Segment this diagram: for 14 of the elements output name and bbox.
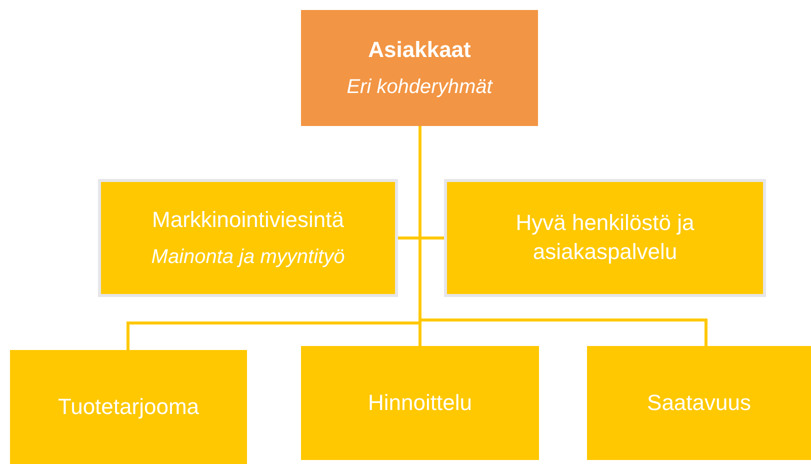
category-box (10, 350, 247, 464)
category-box (301, 346, 539, 460)
support-box (444, 179, 766, 297)
node-heading: Markkinointiviesintä (151, 206, 345, 234)
node-subtitle: Mainonta ja myyntityö (150, 245, 346, 270)
title-box (301, 10, 538, 126)
node-heading: Hinnoittelu (367, 388, 473, 417)
node-heading: Hyvä henkilöstö ja asiakaspalvelu (514, 209, 696, 266)
node-heading: Asiakkaat (367, 36, 472, 64)
category-box (587, 346, 811, 460)
support-box (98, 179, 398, 297)
node-subtitle: Eri kohderyhmät (346, 75, 494, 100)
node-heading: Saatavuus (646, 388, 752, 417)
node-heading: Tuotetarjooma (56, 392, 200, 421)
